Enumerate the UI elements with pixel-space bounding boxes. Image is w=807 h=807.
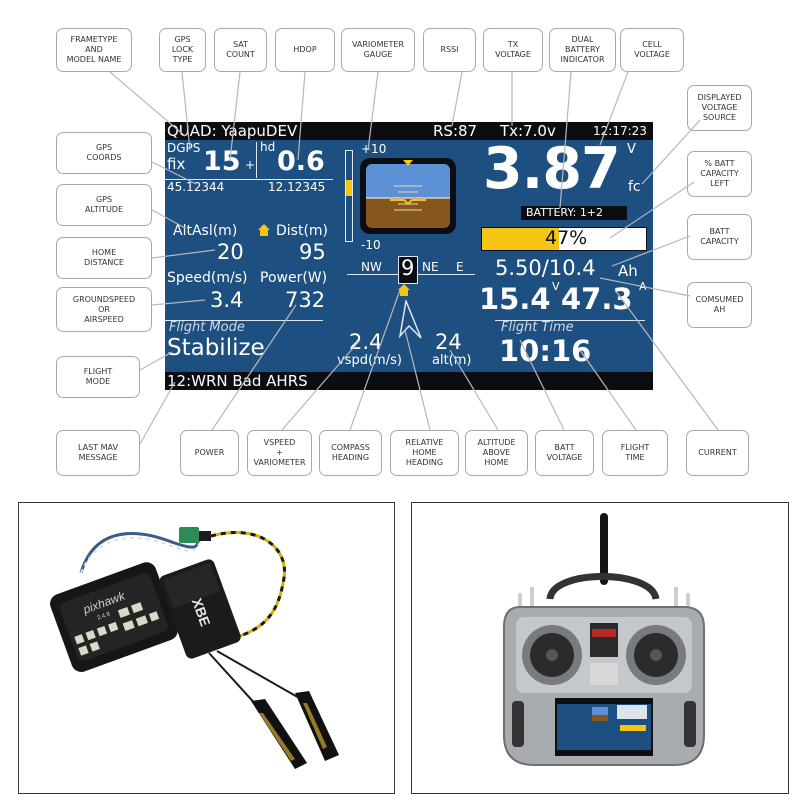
flight-time-label: Flight Time [501,320,574,335]
callout-hdop: HDOP [275,28,335,72]
cell-voltage-unit: V [627,142,636,157]
controller-sub: 2.4.8 [96,611,111,621]
sat-count: 15 [203,146,241,177]
callout-tx-voltage: TX VOLTAGE [483,28,543,72]
battery-voltage: 15.4 [479,282,551,316]
compass-heading-box [398,256,418,284]
alt-label: AltAsl(m) [173,223,238,239]
callout-gps-lock-type: GPS LOCK TYPE [159,28,206,72]
gps-underline [165,179,333,180]
compass-home-icon [398,283,410,296]
vario-bar [345,150,353,242]
sat-count-suffix: + [245,158,256,172]
battery-capacity: 5.50/10.4 [495,256,596,280]
dist-label: Dist(m) [276,223,329,239]
rssi-value: RS:87 [433,122,478,140]
radio-transmitter-photo [411,502,789,794]
gps-divider [256,142,257,178]
compass-nw: NW [361,260,382,274]
callout-current: CURRENT [686,430,749,476]
flight-mode-value: Stabilize [167,335,265,361]
home-heading-arrow-icon [397,298,423,340]
callout-power: POWER [180,430,239,476]
compass-e: E [456,260,464,274]
compass-heading: 9 [401,256,415,280]
voltage-source: fc [628,179,641,195]
flight-time-value: 10:16 [499,334,592,368]
gps-alt-value: 20 [217,240,244,264]
home-icon [258,223,270,236]
callout-relative-home-heading: RELATIVE HOME HEADING [390,430,459,476]
callout-batt-voltage: BATT VOLTAGE [535,430,594,476]
vario-bottom-label: -10 [361,238,381,252]
battery-percent: 47% [545,227,588,249]
cell-voltage: 3.87 [483,136,621,202]
compass-ne: NE [422,260,439,274]
battery-label-box [521,206,627,220]
battery-voltage-unit: V [552,280,560,293]
callout-vspeed: VSPEED + VARIOMETER [247,430,312,476]
callout-batt-capacity: BATT CAPACITY [687,214,752,260]
callout-sat-count: SAT COUNT [214,28,267,72]
power-value: 732 [285,288,326,312]
battery-percent-fill [482,228,560,250]
vario-top-label: +10 [361,142,387,156]
callout-frametype: FRAMETYPE AND MODEL NAME [56,28,132,72]
callout-batt-capacity-left: % BATT CAPACITY LEFT [687,151,752,197]
callout-gps-altitude: GPS ALTITUDE [56,184,152,226]
gps-latitude: 45.12344 [167,180,225,194]
home-distance-value: 95 [299,240,326,264]
alt-home-label: alt(m) [432,353,472,368]
callout-groundspeed: GROUNDSPEED OR AIRSPEED [56,287,152,332]
callout-rssi: RSSI [423,28,476,72]
callout-consumed-ah: COMSUMED Ah [687,282,752,328]
speed-label: Speed(m/s) [167,270,248,286]
flight-time-divider [495,320,645,321]
gps-longitude: 12.12345 [268,180,326,194]
callout-compass-heading: COMPASS HEADING [319,430,382,476]
battery-label: BATTERY: 1+2 [526,206,604,219]
callout-home-distance: HOME DISTANCE [56,237,152,279]
callout-displayed-voltage-source: DISPLAYED VOLTAGE SOURCE [687,85,752,131]
power-label: Power(W) [260,270,328,286]
callout-dual-battery: DUAL BATTERY INDICATOR [549,28,616,72]
callout-gps-coords: GPS COORDS [56,132,152,174]
speed-value: 3.4 [210,288,244,312]
telemetry-screen: QUAD: YaapuDEV RS:87 Tx:7.0v 12:17:23 DG… [165,122,653,390]
vspeed-value: 2.4 [349,330,383,354]
top-status-bar [165,122,653,140]
current-value: 47.3 [561,282,633,316]
battery-capacity-unit: Ah [618,262,638,280]
hdop-label: hd [260,140,276,154]
callout-variometer-gauge: VARIOMETER GAUGE [341,28,415,72]
callout-flight-time: FLIGHT TIME [602,430,668,476]
callout-last-mav-message: LAST MAV MESSAGE [56,430,140,476]
vspeed-label: vspd(m/s) [337,353,402,368]
alt-home-value: 24 [435,330,462,354]
callout-cell-voltage: CELL VOLTAGE [620,28,684,72]
flight-mode-label: Flight Mode [169,320,245,335]
flight-controller-photo: pixhawk 2.4.8 XBE [18,502,395,794]
gps-type-line2: fix [167,155,186,173]
last-mav-message: 12:WRN Bad AHRS [167,372,308,390]
gps-type-line1: DGPS [167,141,201,155]
callout-altitude-above-home: ALTITUDE ABOVE HOME [465,430,528,476]
attitude-indicator [360,158,456,234]
model-name: QUAD: YaapuDEV [167,122,298,140]
hdop-value: 0.6 [277,146,325,177]
vario-level [346,180,352,196]
current-unit: A [639,280,647,293]
tx-voltage-value: Tx:7.0v [500,122,556,140]
callout-flight-mode: FLIGHT MODE [56,356,140,398]
